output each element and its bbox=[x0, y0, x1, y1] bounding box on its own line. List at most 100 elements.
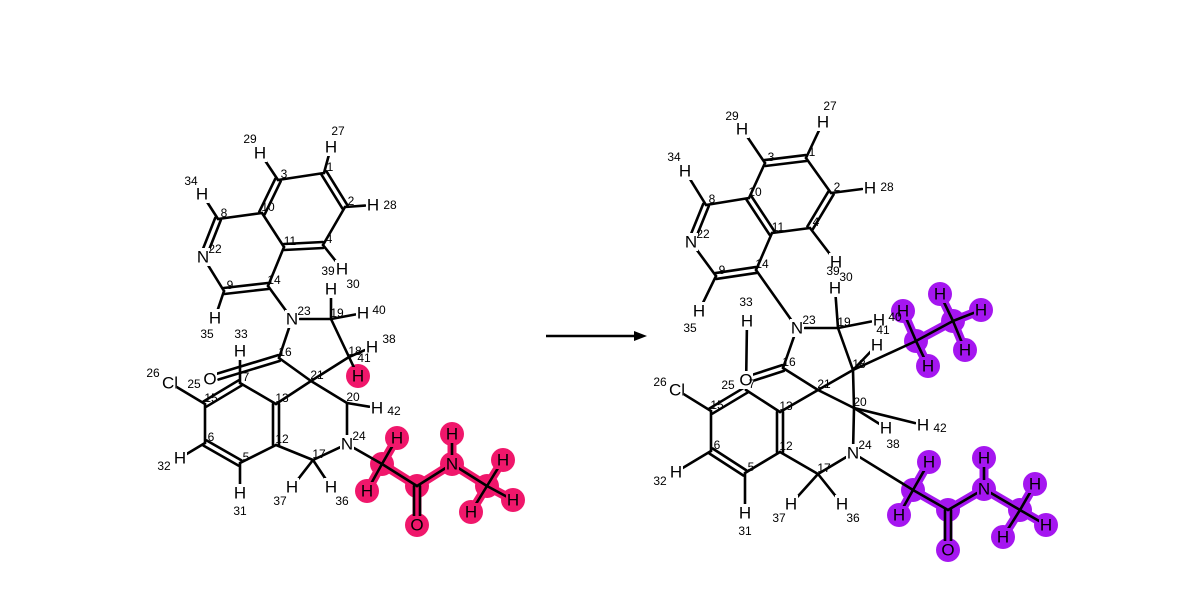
product-atom-bg bbox=[870, 336, 884, 354]
product-bond-double bbox=[806, 190, 830, 228]
product-bond bbox=[1018, 508, 1041, 523]
reactant-atom-bg bbox=[233, 484, 247, 502]
reactant-atom-bg bbox=[335, 260, 349, 278]
reactant-atom-index: 15 bbox=[204, 391, 218, 405]
reactant-bond-double bbox=[205, 439, 243, 462]
product-atom-bg bbox=[921, 357, 935, 375]
reactant-atom-h: H bbox=[497, 451, 509, 470]
reactant-bond-double bbox=[222, 281, 269, 290]
reactant-bond bbox=[216, 211, 264, 221]
reactant-atom-n: N bbox=[197, 248, 209, 267]
reactant-atom-bg bbox=[324, 280, 338, 298]
reactant-atom-h: H bbox=[366, 338, 378, 357]
product-bond-double bbox=[811, 193, 835, 231]
product-atom-bg bbox=[896, 302, 910, 320]
reactant-bond-double bbox=[215, 353, 280, 376]
product-bond bbox=[904, 317, 918, 343]
product-bond-double bbox=[689, 202, 705, 235]
product-hydrogen-index: 37 bbox=[772, 511, 786, 525]
product-bond-double bbox=[764, 159, 808, 168]
product-atom-bg bbox=[941, 541, 955, 559]
reactant-bond bbox=[329, 317, 351, 359]
reactant-bond bbox=[321, 205, 347, 247]
reactant-atom-index: 6 bbox=[208, 430, 215, 444]
product-hydrogen-index: 36 bbox=[846, 511, 860, 525]
product-bond bbox=[682, 392, 713, 413]
reactant-bonds bbox=[175, 153, 508, 519]
reactant-atom-n: N bbox=[286, 310, 298, 329]
product-bond bbox=[851, 339, 918, 372]
reactant-bond bbox=[295, 458, 315, 482]
reactant-bond bbox=[276, 171, 326, 182]
product-bond bbox=[829, 187, 864, 195]
product-atom-h: H bbox=[817, 113, 829, 132]
product-atom-bg bbox=[692, 302, 706, 320]
reactant-bond bbox=[216, 289, 226, 312]
reactant-bond bbox=[277, 356, 313, 383]
reactant-bond bbox=[274, 443, 315, 462]
reactant-bond bbox=[322, 153, 331, 175]
reactant-atom-h: H bbox=[371, 399, 383, 418]
reactant-hydrogen-index: 35 bbox=[200, 327, 214, 341]
reactant-bond bbox=[380, 462, 419, 488]
reactant-hydrogen-index: 31 bbox=[233, 504, 247, 518]
product-atom-index: 5 bbox=[748, 460, 755, 474]
product-atom-bg bbox=[974, 301, 988, 319]
product-hydrogen-index: 33 bbox=[739, 295, 753, 309]
reactant-atom-index: 11 bbox=[284, 234, 297, 248]
reactant-atom-h: H bbox=[209, 309, 221, 328]
product-bond bbox=[743, 450, 782, 475]
reactant-bond-double bbox=[282, 240, 325, 246]
product-hydrogen-index: 42 bbox=[933, 421, 947, 435]
product-atom-index: 12 bbox=[779, 439, 793, 453]
product-atom-bg bbox=[678, 162, 692, 180]
product-bond bbox=[816, 388, 856, 410]
product-atom-h: H bbox=[693, 302, 705, 321]
product-hydrogen-index: 25 bbox=[721, 378, 735, 392]
reactant-atom-bg bbox=[390, 429, 404, 447]
reactant-atom-bg bbox=[233, 342, 247, 360]
reactant-atom-bg bbox=[203, 370, 217, 388]
reactant-atom-h: H bbox=[465, 503, 477, 522]
reactant-atom-n: N bbox=[446, 455, 458, 474]
reactant-atom-bg bbox=[356, 304, 370, 322]
product-bond bbox=[778, 388, 820, 414]
product-atom-h: H bbox=[871, 336, 883, 355]
reactant-atom-o: O bbox=[410, 516, 423, 535]
product-hydrogen-index: 26 bbox=[653, 375, 667, 389]
reactant-atom-index: 19 bbox=[330, 306, 344, 320]
product-bond-double bbox=[711, 447, 748, 472]
product-atom-h: H bbox=[897, 302, 909, 321]
product-atom-bg bbox=[738, 504, 752, 522]
product-atom-h: H bbox=[923, 453, 935, 472]
product-atom-bg bbox=[977, 480, 991, 498]
product-atom-index: 21 bbox=[817, 377, 831, 391]
product-atom-cl: Cl bbox=[669, 381, 685, 400]
reactant-bond-double bbox=[205, 384, 243, 408]
reactant-bond bbox=[266, 245, 286, 288]
product-bond-double bbox=[751, 363, 784, 376]
reactant-atom-index: 20 bbox=[346, 390, 360, 404]
reactant-atom-h: H bbox=[391, 429, 403, 448]
product-bond bbox=[852, 406, 881, 426]
reactant-atom-bg bbox=[253, 144, 267, 162]
product-atom-bg bbox=[684, 233, 698, 251]
product-atom-n: N bbox=[978, 480, 990, 499]
product-hydrogen-index: 30 bbox=[839, 270, 853, 284]
reactant-bond bbox=[457, 466, 489, 488]
product-atom-bg bbox=[784, 495, 798, 513]
reactant-atom-index: 4 bbox=[326, 232, 333, 246]
product-atom-h: H bbox=[836, 495, 848, 514]
reactant-bond bbox=[260, 211, 286, 249]
product-bond bbox=[851, 349, 873, 372]
reactant-hydrogen-index: 42 bbox=[387, 404, 401, 418]
reactant-bond bbox=[485, 484, 508, 498]
reactant-atom-h: H bbox=[234, 342, 246, 361]
product-atom-bg bbox=[996, 528, 1010, 546]
product-atom-h: H bbox=[978, 449, 990, 468]
product-bond bbox=[911, 488, 950, 512]
product-bond bbox=[1005, 508, 1022, 532]
product-atom-bg bbox=[958, 341, 972, 359]
